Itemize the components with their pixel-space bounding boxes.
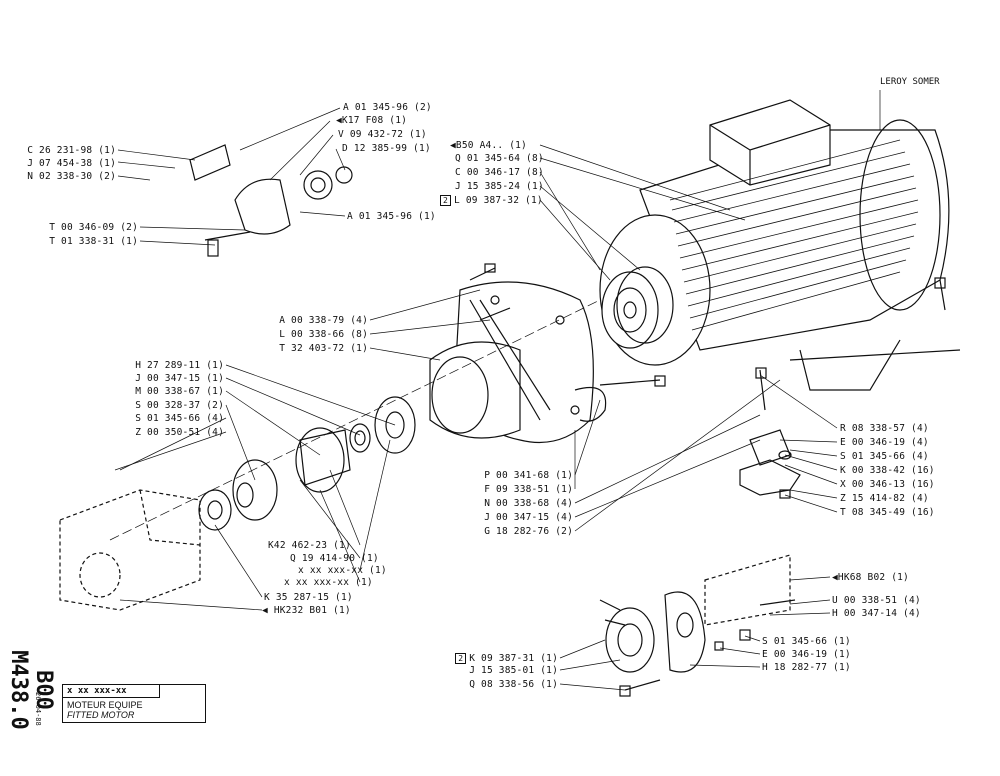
label-j0745438: J 07 454-38 (1) (27, 158, 116, 169)
label-j1538524: J 15 385-24 (1) (455, 181, 544, 192)
label-v0943272: V 09 432-72 (1) (338, 129, 427, 140)
label-t0034609: T 00 346-09 (2) (49, 222, 138, 233)
motor-body (599, 99, 961, 391)
label-k17f08: ◀K17 F08 (1) (336, 115, 408, 126)
drawing-code: B00 M438.0 (6, 650, 56, 730)
label-q1941490: Q 19 414-90 (1) (290, 553, 379, 564)
label-b50a4: ◀B50 A4.. (1) (450, 140, 527, 151)
label-h0034714: H 00 347-14 (4) (832, 608, 921, 619)
label-e0034619: E 00 346-19 (4) (840, 437, 929, 448)
label-n0033868: N 00 338-68 (4) (484, 498, 573, 509)
hydraulic-pump (59, 489, 201, 611)
title-ref: x xx xxx-xx (63, 685, 160, 698)
title-en: FITTED MOTOR (67, 710, 135, 720)
label-l0033866: L 00 338-66 (8) (279, 329, 368, 340)
lower-pulley-assembly (599, 554, 796, 697)
title-block: x xx xxx-xx MOTEUR EQUIPE FITTED MOTOR (62, 684, 206, 723)
label-z0035051: Z 00 350-51 (4) (135, 427, 224, 438)
bell-housing (429, 281, 607, 444)
coupling (198, 396, 416, 531)
label-xxx-2: x xx xxx-xx (1) (284, 577, 373, 588)
gear-assembly (189, 144, 353, 257)
label-hk232b01: ◀ HK232 B01 (1) (262, 605, 351, 616)
label-s0134566: S 01 345-66 (4) (135, 413, 224, 424)
label-n0233830: N 02 338-30 (2) (27, 171, 116, 182)
label-h2728911: H 27 289-11 (1) (135, 360, 224, 371)
motor-mount (739, 429, 801, 499)
label-j0034715: J 00 347-15 (1) (135, 373, 224, 384)
label-x0034613: X 00 346-13 (16) (840, 479, 935, 490)
label-r0833857: R 08 338-57 (4) (840, 423, 929, 434)
label-q0833856: Q 08 338-56 (1) (469, 679, 558, 690)
label-z1541482: Z 15 414-82 (4) (840, 493, 929, 504)
label-j1538501: J 15 385-01 (1) (469, 665, 558, 676)
motor-fins (669, 139, 919, 331)
motor-pulley (601, 266, 674, 349)
label-d1238599: D 12 385-99 (1) (342, 143, 431, 154)
label-m0033867: M 00 338-67 (1) (135, 386, 224, 397)
label-xxx-1: x xx xxx-xx (1) (298, 565, 387, 576)
label-f0933851: F 09 338-51 (1) (484, 484, 573, 495)
label-s0032837: S 00 328-37 (2) (135, 400, 224, 411)
label-hk68b02: ◀HK68 B02 (1) (832, 572, 909, 583)
label-t0834549: T 08 345-49 (16) (840, 507, 935, 518)
label-a0033879: A 00 338-79 (4) (279, 315, 368, 326)
leader-lines (114, 90, 881, 691)
label-q0134564: Q 01 345-64 (8) (455, 153, 544, 164)
label-j0034715-4: J 00 347-15 (4) (484, 512, 573, 523)
label-t3240372: T 32 403-72 (1) (279, 343, 368, 354)
label-a01345961: A 01 345-96 (1) (347, 211, 436, 222)
label-k4246223: K42 462-23 (1) (268, 540, 351, 551)
label-p0034168: P 00 341-68 (1) (484, 470, 573, 481)
label-s0134566-1: S 01 345-66 (1) (762, 636, 851, 647)
label-t0133831: T 01 338-31 (1) (49, 236, 138, 247)
label-h1828277: H 18 282-77 (1) (762, 662, 851, 673)
bolts (469, 263, 946, 411)
label-s0134566-4: S 01 345-66 (4) (840, 451, 929, 462)
label-c0034617: C 00 346-17 (8) (455, 167, 544, 178)
label-u0033851: U 00 338-51 (4) (832, 595, 921, 606)
label-k0033842: K 00 338-42 (16) (840, 465, 935, 476)
title-fr: MOTEUR EQUIPE (67, 700, 143, 710)
label-a01345962: A 01 345-96 (2) (343, 102, 432, 113)
label-c2623198: C 26 231-98 (1) (27, 145, 116, 156)
label-k3528715: K 35 287-15 (1) (264, 592, 353, 603)
brand-label: LEROY SOMER (880, 77, 940, 87)
label-e0034619-1: E 00 346-19 (1) (762, 649, 851, 660)
drawing-date: 26-04-88 (34, 692, 42, 726)
label-g1828276: G 18 282-76 (2) (484, 526, 573, 537)
